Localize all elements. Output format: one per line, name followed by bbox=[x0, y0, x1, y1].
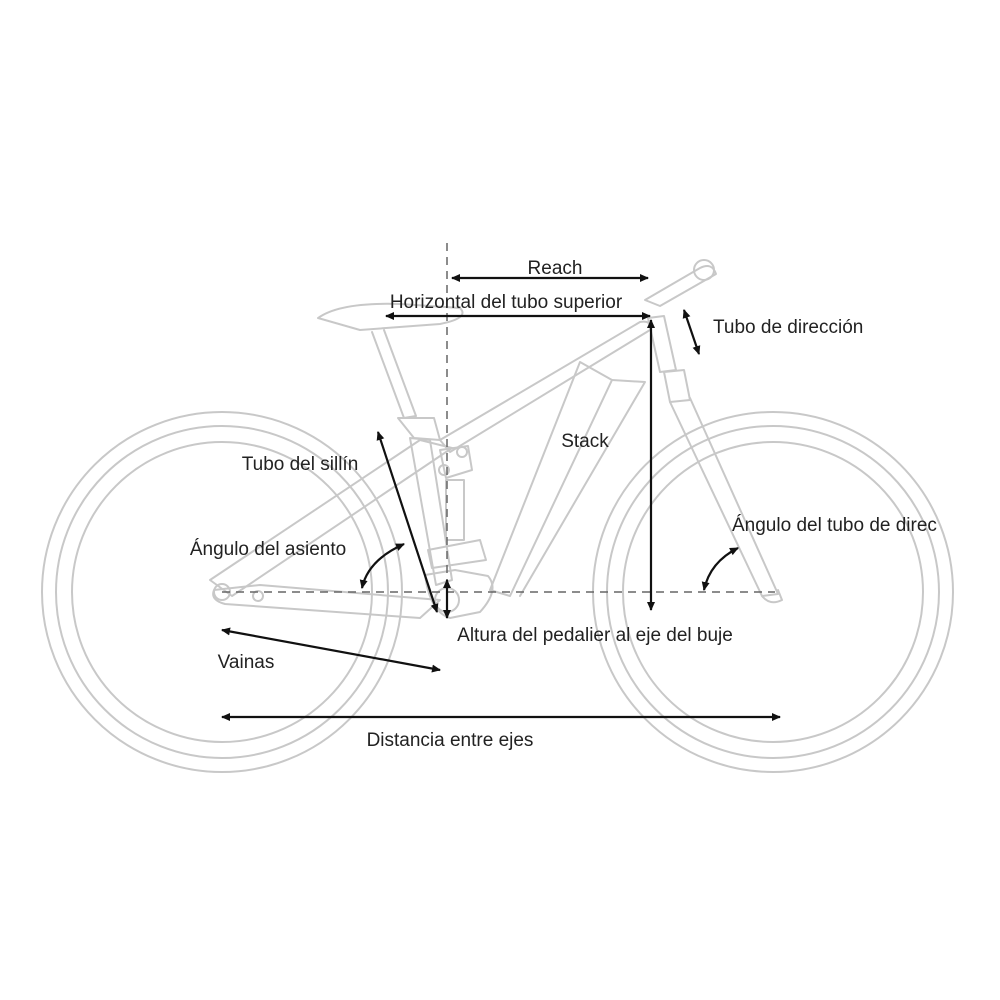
rear-shock bbox=[445, 479, 465, 541]
stem bbox=[644, 265, 717, 307]
top-tube bbox=[439, 320, 652, 453]
reach-label: Reach bbox=[528, 258, 583, 279]
saddle bbox=[317, 302, 464, 331]
bike-frame bbox=[209, 259, 783, 619]
seatpost bbox=[371, 329, 417, 419]
chainstay-arrow bbox=[221, 627, 441, 673]
seat-angle-label: Ángulo del asiento bbox=[190, 539, 346, 560]
head-tube bbox=[647, 315, 677, 373]
head-tube-arrow bbox=[682, 309, 701, 355]
seat-tube-label: Tubo del sillín bbox=[242, 454, 359, 475]
bb-drop-label: Altura del pedalier al eje del buje bbox=[457, 625, 733, 646]
seat-tube-arrow bbox=[376, 431, 439, 613]
handlebar bbox=[693, 259, 715, 281]
wheelbase-label: Distancia entre ejes bbox=[367, 730, 534, 751]
chainstay-label: Vainas bbox=[218, 652, 275, 673]
top-tube-label: Horizontal del tubo superior bbox=[390, 292, 623, 313]
stack-label: Stack bbox=[561, 431, 609, 452]
seat-angle-arrow bbox=[359, 542, 405, 589]
head-angle-arrow bbox=[701, 547, 739, 591]
down-tube bbox=[489, 361, 613, 597]
chain-stay bbox=[212, 584, 441, 619]
head-tube-label: Tubo de dirección bbox=[713, 317, 863, 338]
head-angle-label: Ángulo del tubo de direc bbox=[732, 515, 937, 536]
fork bbox=[669, 397, 779, 597]
